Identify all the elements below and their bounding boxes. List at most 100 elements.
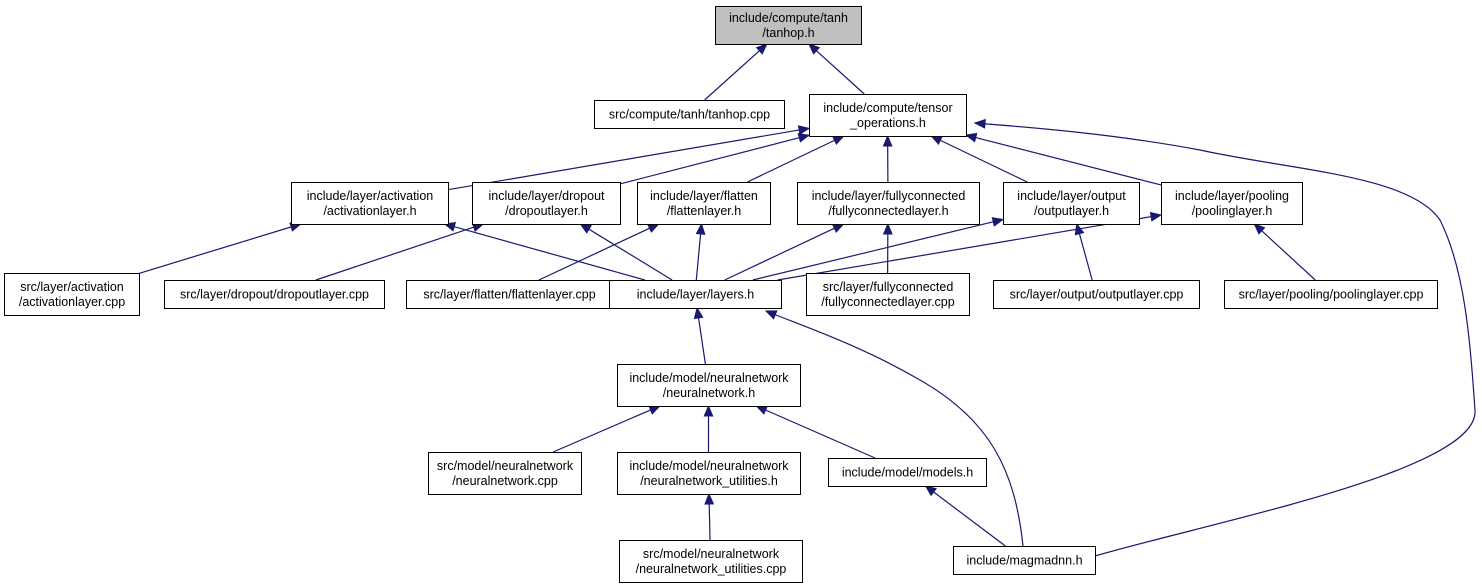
node-neuralnetwork-utilities-h[interactable]: include/model/neuralnetwork/neuralnetwor… <box>617 452 801 495</box>
edge-neuralnetwork-h-to-layers-h-arrowhead <box>693 306 704 320</box>
node-models-h-box[interactable] <box>828 458 987 487</box>
node-outputlayer-cpp[interactable]: src/layer/output/outputlayer.cpp <box>993 280 1200 309</box>
edge-flattenlayer-h-to-tensor-operations-h <box>747 139 836 183</box>
node-poolinglayer-cpp-box[interactable] <box>1224 280 1438 309</box>
edge-tensor-operations-h-to-tanhop-h <box>815 49 865 95</box>
node-tanhop-cpp-label-1: src/compute/tanh/tanhop.cpp <box>609 108 770 122</box>
node-layers-h-box[interactable] <box>609 280 782 309</box>
edge-neuralnetwork-utilities-h-to-neuralnetwork-h-arrowhead <box>703 404 714 417</box>
node-dropoutlayer-cpp[interactable]: src/layer/dropout/dropoutlayer.cpp <box>164 280 385 309</box>
node-activationlayer-cpp[interactable]: src/layer/activation/activationlayer.cpp <box>4 273 140 316</box>
node-tensor-operations-h[interactable]: include/compute/tensor_operations.h <box>809 94 967 137</box>
node-fullyconnectedlayer-cpp-label-1: src/layer/fullyconnected <box>823 280 954 294</box>
node-dropoutlayer-h[interactable]: include/layer/dropout/dropoutlayer.h <box>472 182 621 225</box>
node-poolinglayer-h[interactable]: include/layer/pooling/poolinglayer.h <box>1161 182 1303 225</box>
node-activationlayer-h-label-1: include/layer/activation <box>307 189 434 203</box>
node-tensor-operations-h-label-2: _operations.h <box>849 116 926 130</box>
edge-models-h-to-neuralnetwork-h-arrowhead <box>755 405 769 415</box>
node-dropoutlayer-cpp-label-1: src/layer/dropout/dropoutlayer.cpp <box>180 288 369 302</box>
edge-layers-h-to-flattenlayer-h <box>695 232 702 281</box>
node-dropoutlayer-h-label-1: include/layer/dropout <box>488 189 605 203</box>
node-activationlayer-cpp-box[interactable] <box>4 273 140 316</box>
node-poolinglayer-h-label-1: include/layer/pooling <box>1175 189 1289 203</box>
edge-magmadnn-h-to-models-h-arrowhead <box>924 485 937 497</box>
edge-poolinglayer-h-to-tensor-operations-h-arrowhead <box>964 132 978 143</box>
node-flattenlayer-cpp-box[interactable] <box>406 280 613 309</box>
node-tanhop-cpp-box[interactable] <box>594 100 785 129</box>
node-activationlayer-cpp-label-1: src/layer/activation <box>20 280 124 294</box>
node-outputlayer-h-label-1: include/layer/output <box>1017 189 1126 203</box>
edge-flattenlayer-cpp-to-flattenlayer-h-arrowhead <box>647 223 660 233</box>
node-neuralnetwork-h[interactable]: include/model/neuralnetwork/neuralnetwor… <box>617 364 801 407</box>
node-tanhop-cpp[interactable]: src/compute/tanh/tanhop.cpp <box>594 100 785 129</box>
node-neuralnetwork-h-label-2: /neuralnetwork.h <box>663 386 755 400</box>
node-dropoutlayer-h-box[interactable] <box>472 182 621 225</box>
node-neuralnetwork-utilities-cpp-box[interactable] <box>619 540 803 583</box>
node-neuralnetwork-h-box[interactable] <box>617 364 801 407</box>
edge-activationlayer-h-to-tensor-operations-h-arrowhead <box>797 125 811 135</box>
edge-layers-h-to-outputlayer-h <box>752 220 995 281</box>
node-fullyconnectedlayer-h[interactable]: include/layer/fullyconnected/fullyconnec… <box>797 182 980 225</box>
edge-poolinglayer-cpp-to-poolinglayer-h-arrowhead <box>1253 223 1266 235</box>
node-fullyconnectedlayer-cpp-label-2: /fullyconnectedlayer.cpp <box>821 295 954 309</box>
edge-neuralnetwork-cpp-to-neuralnetwork-h-arrowhead <box>648 405 662 415</box>
node-tanhop-h[interactable]: include/compute/tanh/tanhop.h <box>715 6 862 45</box>
node-neuralnetwork-utilities-cpp-label-2: /neuralnetwork_utilities.cpp <box>636 562 787 576</box>
node-neuralnetwork-utilities-cpp[interactable]: src/model/neuralnetwork/neuralnetwork_ut… <box>619 540 803 583</box>
node-activationlayer-h-box[interactable] <box>291 182 449 225</box>
edge-outputlayer-h-to-tensor-operations-h-arrowhead <box>930 135 943 146</box>
node-tanhop-h-box[interactable] <box>715 6 862 45</box>
edge-activationlayer-h-to-tensor-operations-h <box>447 129 801 191</box>
edge-fullyconnectedlayer-h-to-tensor-operations-h-arrowhead <box>882 134 893 147</box>
node-poolinglayer-cpp[interactable]: src/layer/pooling/poolinglayer.cpp <box>1224 280 1438 309</box>
node-tensor-operations-h-box[interactable] <box>809 94 967 137</box>
node-activationlayer-h[interactable]: include/layer/activation/activationlayer… <box>291 182 449 225</box>
node-outputlayer-cpp-label-1: src/layer/output/outputlayer.cpp <box>1010 288 1184 302</box>
node-flattenlayer-cpp-label-1: src/layer/flatten/flattenlayer.cpp <box>423 288 595 302</box>
node-layers-h-label-1: include/layer/layers.h <box>637 288 754 302</box>
edge-layers-h-to-dropoutlayer-h-arrowhead <box>579 223 592 234</box>
node-activationlayer-cpp-label-2: /activationlayer.cpp <box>19 295 125 309</box>
node-poolinglayer-h-label-2: /poolinglayer.h <box>1192 204 1273 218</box>
edge-flattenlayer-h-to-tensor-operations-h-arrowhead <box>831 135 845 145</box>
edge-neuralnetwork-utilities-cpp-to-neuralnetwork-utilities-h-arrowhead <box>704 492 715 505</box>
edge-neuralnetwork-h-to-layers-h <box>697 316 706 365</box>
edge-flattenlayer-cpp-to-flattenlayer-h <box>538 227 651 281</box>
edge-magmadnn-h-to-models-h <box>932 490 1006 547</box>
node-fullyconnectedlayer-cpp[interactable]: src/layer/fullyconnected/fullyconnectedl… <box>806 273 970 316</box>
node-fullyconnectedlayer-cpp-box[interactable] <box>806 273 970 316</box>
node-models-h-label-1: include/model/models.h <box>842 466 973 480</box>
graph-edges <box>138 43 1476 557</box>
node-neuralnetwork-h-label-1: include/model/neuralnetwork <box>629 371 789 385</box>
edge-outputlayer-h-to-tensor-operations-h <box>939 139 1028 183</box>
node-tanhop-h-label-2: /tanhop.h <box>762 26 814 40</box>
edge-layers-h-to-flattenlayer-h-arrowhead <box>695 222 706 235</box>
node-flattenlayer-h-box[interactable] <box>637 182 771 225</box>
edge-layers-h-to-fullyconnectedlayer-h <box>724 227 836 281</box>
node-fullyconnectedlayer-h-label-2: /fullyconnectedlayer.h <box>828 204 948 218</box>
node-neuralnetwork-utilities-h-box[interactable] <box>617 452 801 495</box>
edge-tensor-operations-h-to-tanhop-h-arrowhead <box>808 43 821 55</box>
node-outputlayer-h[interactable]: include/layer/output/outputlayer.h <box>1003 182 1140 225</box>
edge-dropoutlayer-h-to-tensor-operations-h <box>619 136 801 185</box>
edge-layers-h-to-poolinglayer-h <box>777 215 1153 281</box>
node-magmadnn-h-box[interactable] <box>953 546 1096 575</box>
node-neuralnetwork-utilities-h-label-2: /neuralnetwork_utilities.h <box>640 474 778 488</box>
edge-outputlayer-cpp-to-outputlayer-h <box>1078 232 1093 281</box>
node-outputlayer-h-box[interactable] <box>1003 182 1140 225</box>
node-dropoutlayer-cpp-box[interactable] <box>164 280 385 309</box>
node-fullyconnectedlayer-h-box[interactable] <box>797 182 980 225</box>
node-neuralnetwork-cpp[interactable]: src/model/neuralnetwork/neuralnetwork.cp… <box>428 452 582 495</box>
node-poolinglayer-h-box[interactable] <box>1161 182 1303 225</box>
node-activationlayer-h-label-2: /activationlayer.h <box>323 204 416 218</box>
node-models-h[interactable]: include/model/models.h <box>828 458 987 487</box>
node-outputlayer-cpp-box[interactable] <box>993 280 1200 309</box>
node-flattenlayer-h[interactable]: include/layer/flatten/flattenlayer.h <box>637 182 771 225</box>
node-flattenlayer-cpp[interactable]: src/layer/flatten/flattenlayer.cpp <box>406 280 613 309</box>
node-magmadnn-h[interactable]: include/magmadnn.h <box>953 546 1096 575</box>
edge-tanhop-cpp-to-tanhop-h-arrowhead <box>755 43 768 55</box>
edge-models-h-to-neuralnetwork-h <box>764 409 876 459</box>
node-neuralnetwork-cpp-box[interactable] <box>428 452 582 495</box>
edge-dropoutlayer-h-to-tensor-operations-h-arrowhead <box>797 133 811 143</box>
node-layers-h[interactable]: include/layer/layers.h <box>609 280 782 309</box>
